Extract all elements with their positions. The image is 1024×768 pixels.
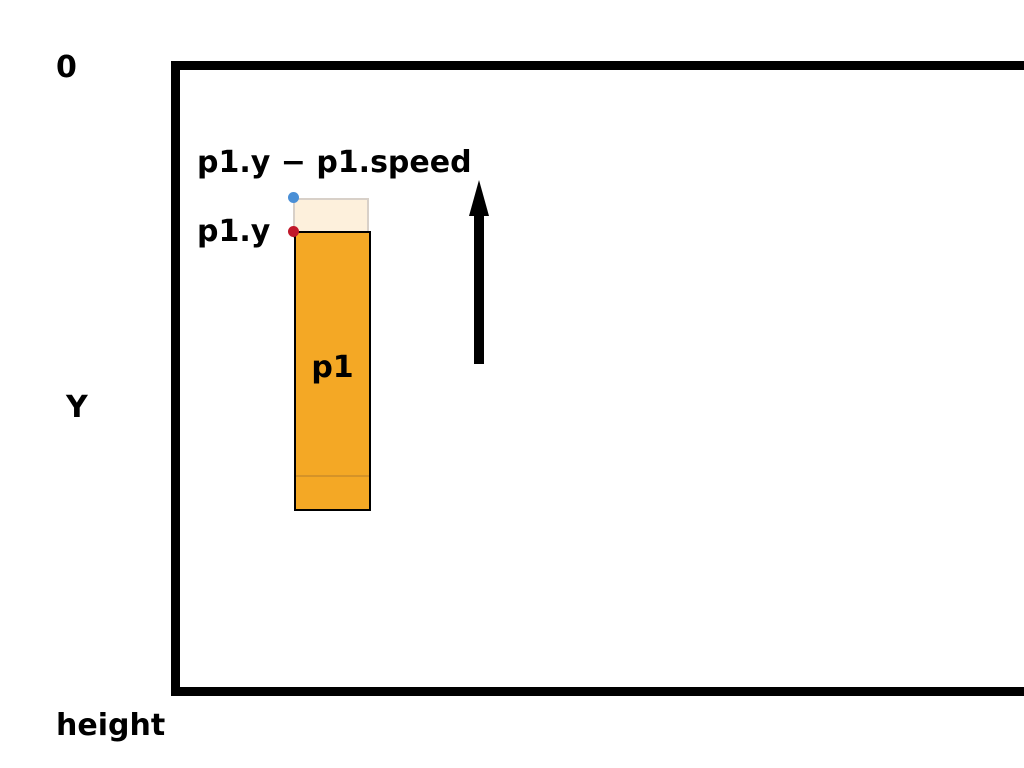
y-axis-label: Y	[66, 390, 88, 425]
paddle-p1: p1	[294, 231, 371, 511]
height-label: height	[56, 708, 166, 743]
current-position-marker	[288, 226, 299, 237]
next-position-label: p1.y − p1.speed	[197, 145, 472, 180]
current-position-label: p1.y	[197, 214, 271, 249]
up-arrow-icon	[469, 180, 489, 364]
arrow-shaft	[474, 210, 484, 364]
axis-origin-label: 0	[56, 50, 77, 85]
arrow-head	[469, 180, 489, 216]
next-position-marker	[288, 192, 299, 203]
paddle-overlap-line	[296, 475, 369, 477]
paddle-label: p1	[311, 350, 354, 385]
canvas-frame	[171, 61, 1024, 696]
